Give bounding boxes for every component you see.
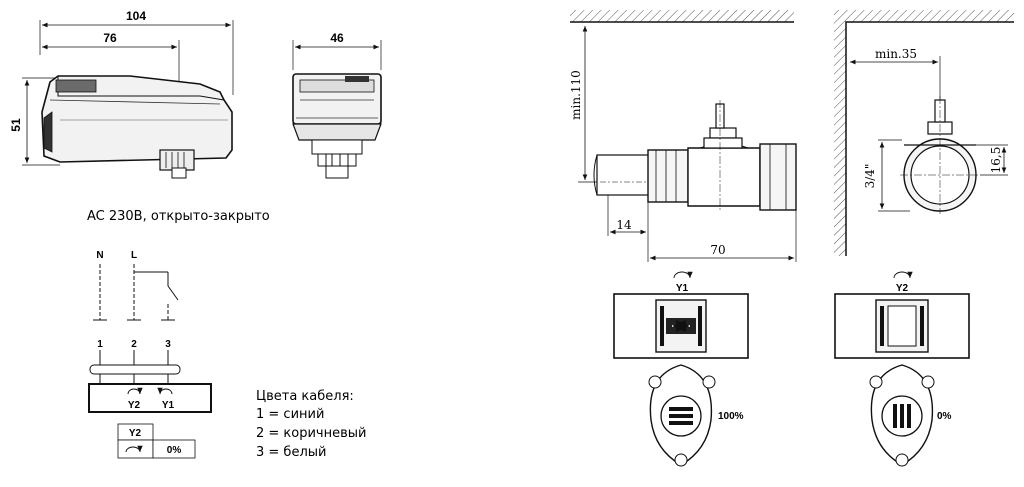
dim-total-width: 104 — [126, 9, 146, 23]
table-rotation-icon — [125, 445, 143, 453]
dim-70: 70 — [710, 243, 725, 257]
actuator-front-view — [22, 20, 234, 179]
y2-rotation-icon — [893, 271, 913, 279]
rotation-cw-icon — [157, 387, 173, 395]
dim-14: 14 — [616, 218, 632, 232]
dim-body-width: 76 — [103, 31, 117, 45]
closed-percent: 0% — [937, 411, 952, 422]
y1-label: Y1 — [676, 283, 689, 294]
open-percent: 100% — [718, 411, 744, 422]
table-value: 0% — [167, 445, 182, 456]
label-n: N — [96, 250, 103, 261]
cable-color-3: 3 = белый — [256, 445, 326, 460]
cable-colors-title: Цвета кабеля: — [256, 389, 354, 404]
rotation-ccw-icon — [127, 387, 143, 395]
y1-rotation-icon — [673, 271, 693, 279]
wiring-title: AC 230В, открыто-закрыто — [87, 209, 270, 224]
terminal-3: 3 — [165, 339, 171, 350]
cable-color-1: 1 = синий — [256, 407, 324, 422]
label-l: L — [131, 250, 137, 261]
box-y2-label: Y2 — [128, 400, 141, 411]
valve-front-view — [570, 10, 797, 262]
dim-min-side: min.35 — [875, 47, 917, 61]
terminal-2: 2 — [131, 339, 137, 350]
position-closed — [834, 271, 970, 467]
table-header: Y2 — [129, 428, 142, 439]
dim-thread: 3/4" — [863, 164, 877, 189]
cable-color-2: 2 = коричневый — [256, 426, 367, 441]
actuator-box — [88, 383, 212, 413]
position-open — [613, 271, 749, 467]
dim-height: 51 — [9, 118, 23, 132]
valve-side-view — [834, 10, 1014, 256]
actuator-side-view — [292, 40, 382, 179]
terminal-1: 1 — [97, 339, 103, 350]
y2-label: Y2 — [896, 283, 909, 294]
dim-side-width: 46 — [330, 31, 344, 45]
dim-16-5: 16,5 — [989, 147, 1003, 174]
wiring-lines — [89, 264, 181, 384]
dim-min-height: min.110 — [569, 70, 583, 120]
box-y1-label: Y1 — [162, 400, 175, 411]
state-table — [117, 423, 196, 459]
